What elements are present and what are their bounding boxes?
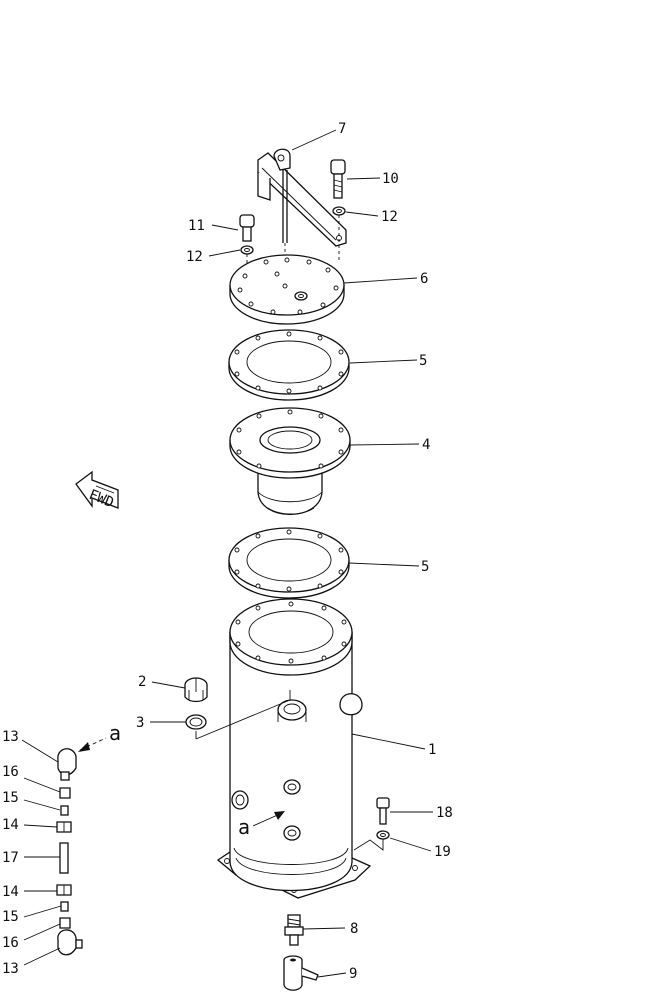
part-8-drain-valve bbox=[284, 914, 304, 946]
part-12-washer-left bbox=[240, 245, 254, 255]
label-4: 4 bbox=[422, 437, 430, 453]
part-10-bolt bbox=[330, 159, 346, 199]
label-15-lower: 15 bbox=[2, 909, 19, 925]
label-16-lower: 16 bbox=[2, 935, 19, 951]
label-14-upper: 14 bbox=[2, 817, 19, 833]
leader-lines bbox=[21, 129, 433, 978]
label-17: 17 bbox=[2, 850, 19, 866]
part-5-gasket-lower bbox=[228, 527, 350, 599]
ref-a-upper: a bbox=[109, 721, 121, 745]
label-3: 3 bbox=[136, 715, 144, 731]
part-2-3-leader bbox=[195, 690, 291, 740]
part-4-flange-holder bbox=[229, 407, 351, 515]
label-12-right: 12 bbox=[381, 209, 398, 225]
part-12-washer-right bbox=[332, 206, 346, 216]
label-1: 1 bbox=[428, 742, 436, 758]
part-5-gasket-upper bbox=[228, 329, 350, 401]
part-11-bolt bbox=[239, 214, 255, 242]
part-6-cover bbox=[229, 254, 345, 325]
part-9-drain-cock bbox=[283, 955, 319, 991]
label-16-upper: 16 bbox=[2, 764, 19, 780]
label-13-upper: 13 bbox=[2, 729, 19, 745]
label-15-upper: 15 bbox=[2, 790, 19, 806]
part-3-o-ring bbox=[185, 714, 207, 730]
label-11: 11 bbox=[188, 218, 205, 234]
label-5-upper: 5 bbox=[419, 353, 427, 369]
part-2-plug bbox=[184, 677, 208, 703]
label-5-lower: 5 bbox=[421, 559, 429, 575]
label-18: 18 bbox=[436, 805, 453, 821]
label-12-left: 12 bbox=[186, 249, 203, 265]
label-7: 7 bbox=[338, 121, 346, 137]
label-8: 8 bbox=[350, 921, 358, 937]
label-10: 10 bbox=[382, 171, 399, 187]
part-18-bolt bbox=[376, 797, 390, 825]
label-13-lower: 13 bbox=[2, 961, 19, 977]
reference-arrow-a-upper bbox=[78, 737, 107, 752]
fwd-direction-arrow: FWD bbox=[75, 470, 119, 511]
label-2: 2 bbox=[138, 674, 146, 690]
callout-labels: 7 10 12 11 12 6 5 4 5 1 2 3 18 19 8 9 13… bbox=[2, 121, 453, 982]
part-19-washer bbox=[353, 830, 390, 851]
part-1-tank-body bbox=[216, 598, 372, 899]
hose-assembly-left bbox=[56, 748, 83, 956]
label-14-lower: 14 bbox=[2, 884, 19, 900]
label-19: 19 bbox=[434, 844, 451, 860]
label-6: 6 bbox=[420, 271, 428, 287]
ref-a-lower: a bbox=[238, 815, 250, 839]
reference-arrow-a-lower bbox=[252, 811, 285, 827]
label-9: 9 bbox=[349, 966, 357, 982]
part-7-dipstick-bracket bbox=[257, 148, 347, 247]
